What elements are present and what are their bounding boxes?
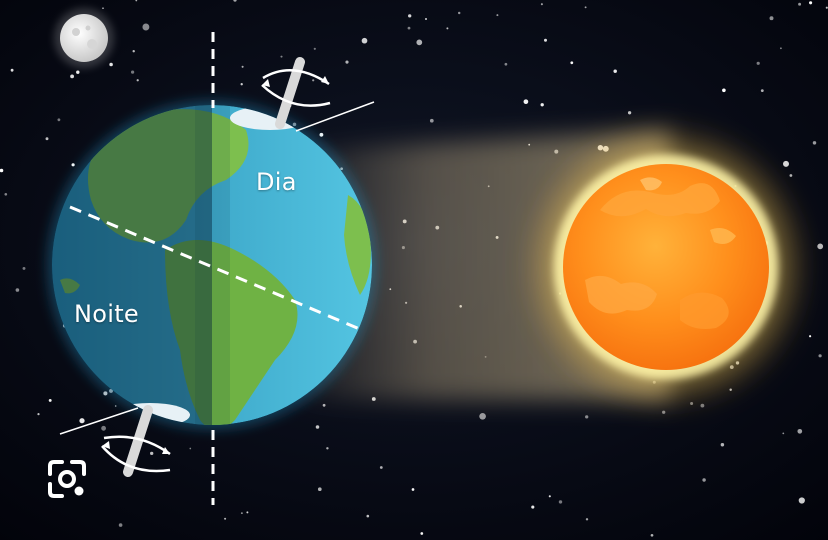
star: [280, 55, 283, 58]
star: [132, 50, 135, 53]
star: [135, 0, 138, 2]
earth-globe: [40, 93, 384, 437]
day-night-dividing-line: [69, 205, 363, 332]
star: [416, 39, 423, 46]
star: [782, 432, 785, 435]
star: [142, 23, 150, 31]
star: [45, 137, 49, 141]
star: [780, 47, 782, 50]
star: [584, 6, 587, 9]
star: [361, 37, 368, 44]
star: [523, 99, 529, 105]
star: [411, 488, 415, 491]
rotation-axis-south: [59, 405, 171, 477]
star: [189, 447, 192, 450]
star: [504, 62, 508, 66]
star: [783, 160, 789, 167]
night-label: Noite: [74, 300, 139, 328]
day-label: Dia: [256, 168, 297, 196]
star: [79, 418, 85, 424]
star: [825, 6, 828, 9]
star: [817, 243, 824, 250]
star: [326, 447, 329, 450]
star: [10, 68, 14, 72]
star: [424, 17, 428, 21]
star: [118, 523, 123, 527]
star: [722, 88, 726, 93]
star: [315, 425, 320, 429]
star: [479, 412, 486, 420]
star: [70, 74, 75, 79]
star: [797, 428, 803, 434]
star: [585, 518, 589, 521]
star: [531, 505, 535, 509]
star: [457, 11, 461, 15]
star: [101, 425, 106, 431]
star: [789, 174, 793, 177]
star: [136, 79, 139, 82]
moon-icon: [54, 8, 114, 68]
star: [627, 111, 632, 115]
sun-icon: [521, 122, 811, 412]
star: [548, 495, 551, 498]
star: [22, 266, 26, 270]
star: [345, 60, 349, 64]
star: [720, 442, 725, 447]
star: [812, 141, 817, 145]
star: [613, 69, 617, 73]
star: [769, 16, 774, 21]
star: [818, 354, 822, 358]
star: [313, 47, 316, 50]
star: [240, 512, 243, 515]
star: [809, 335, 812, 338]
star: [109, 62, 113, 67]
star: [429, 118, 434, 123]
star: [317, 487, 322, 492]
star: [57, 118, 61, 122]
star: [0, 168, 4, 173]
star: [246, 511, 249, 514]
star: [408, 14, 412, 18]
star: [756, 61, 760, 65]
star: [544, 38, 547, 42]
star: [15, 288, 20, 292]
star: [496, 14, 499, 17]
star: [102, 7, 104, 10]
star: [540, 103, 544, 107]
star: [650, 533, 654, 537]
star: [150, 451, 154, 456]
star: [233, 0, 237, 2]
star: [241, 65, 244, 68]
rotation-axis-north: [261, 57, 375, 132]
star: [48, 398, 52, 402]
star: [322, 403, 326, 407]
star: [809, 1, 813, 5]
star: [312, 79, 315, 82]
star: [570, 61, 574, 65]
star: [240, 83, 243, 86]
star: [407, 26, 411, 30]
star: [798, 2, 802, 6]
star: [131, 70, 135, 74]
star: [224, 517, 227, 520]
star: [558, 500, 563, 504]
star: [366, 514, 370, 518]
camera-lens-icon[interactable]: [44, 456, 90, 502]
star: [379, 466, 383, 469]
star: [76, 70, 80, 74]
star: [760, 89, 764, 93]
star: [798, 497, 805, 504]
star: [37, 413, 40, 416]
star: [4, 192, 8, 196]
star: [702, 478, 706, 482]
star: [540, 3, 543, 6]
star: [446, 27, 449, 30]
star: [585, 415, 589, 419]
star: [420, 532, 424, 535]
